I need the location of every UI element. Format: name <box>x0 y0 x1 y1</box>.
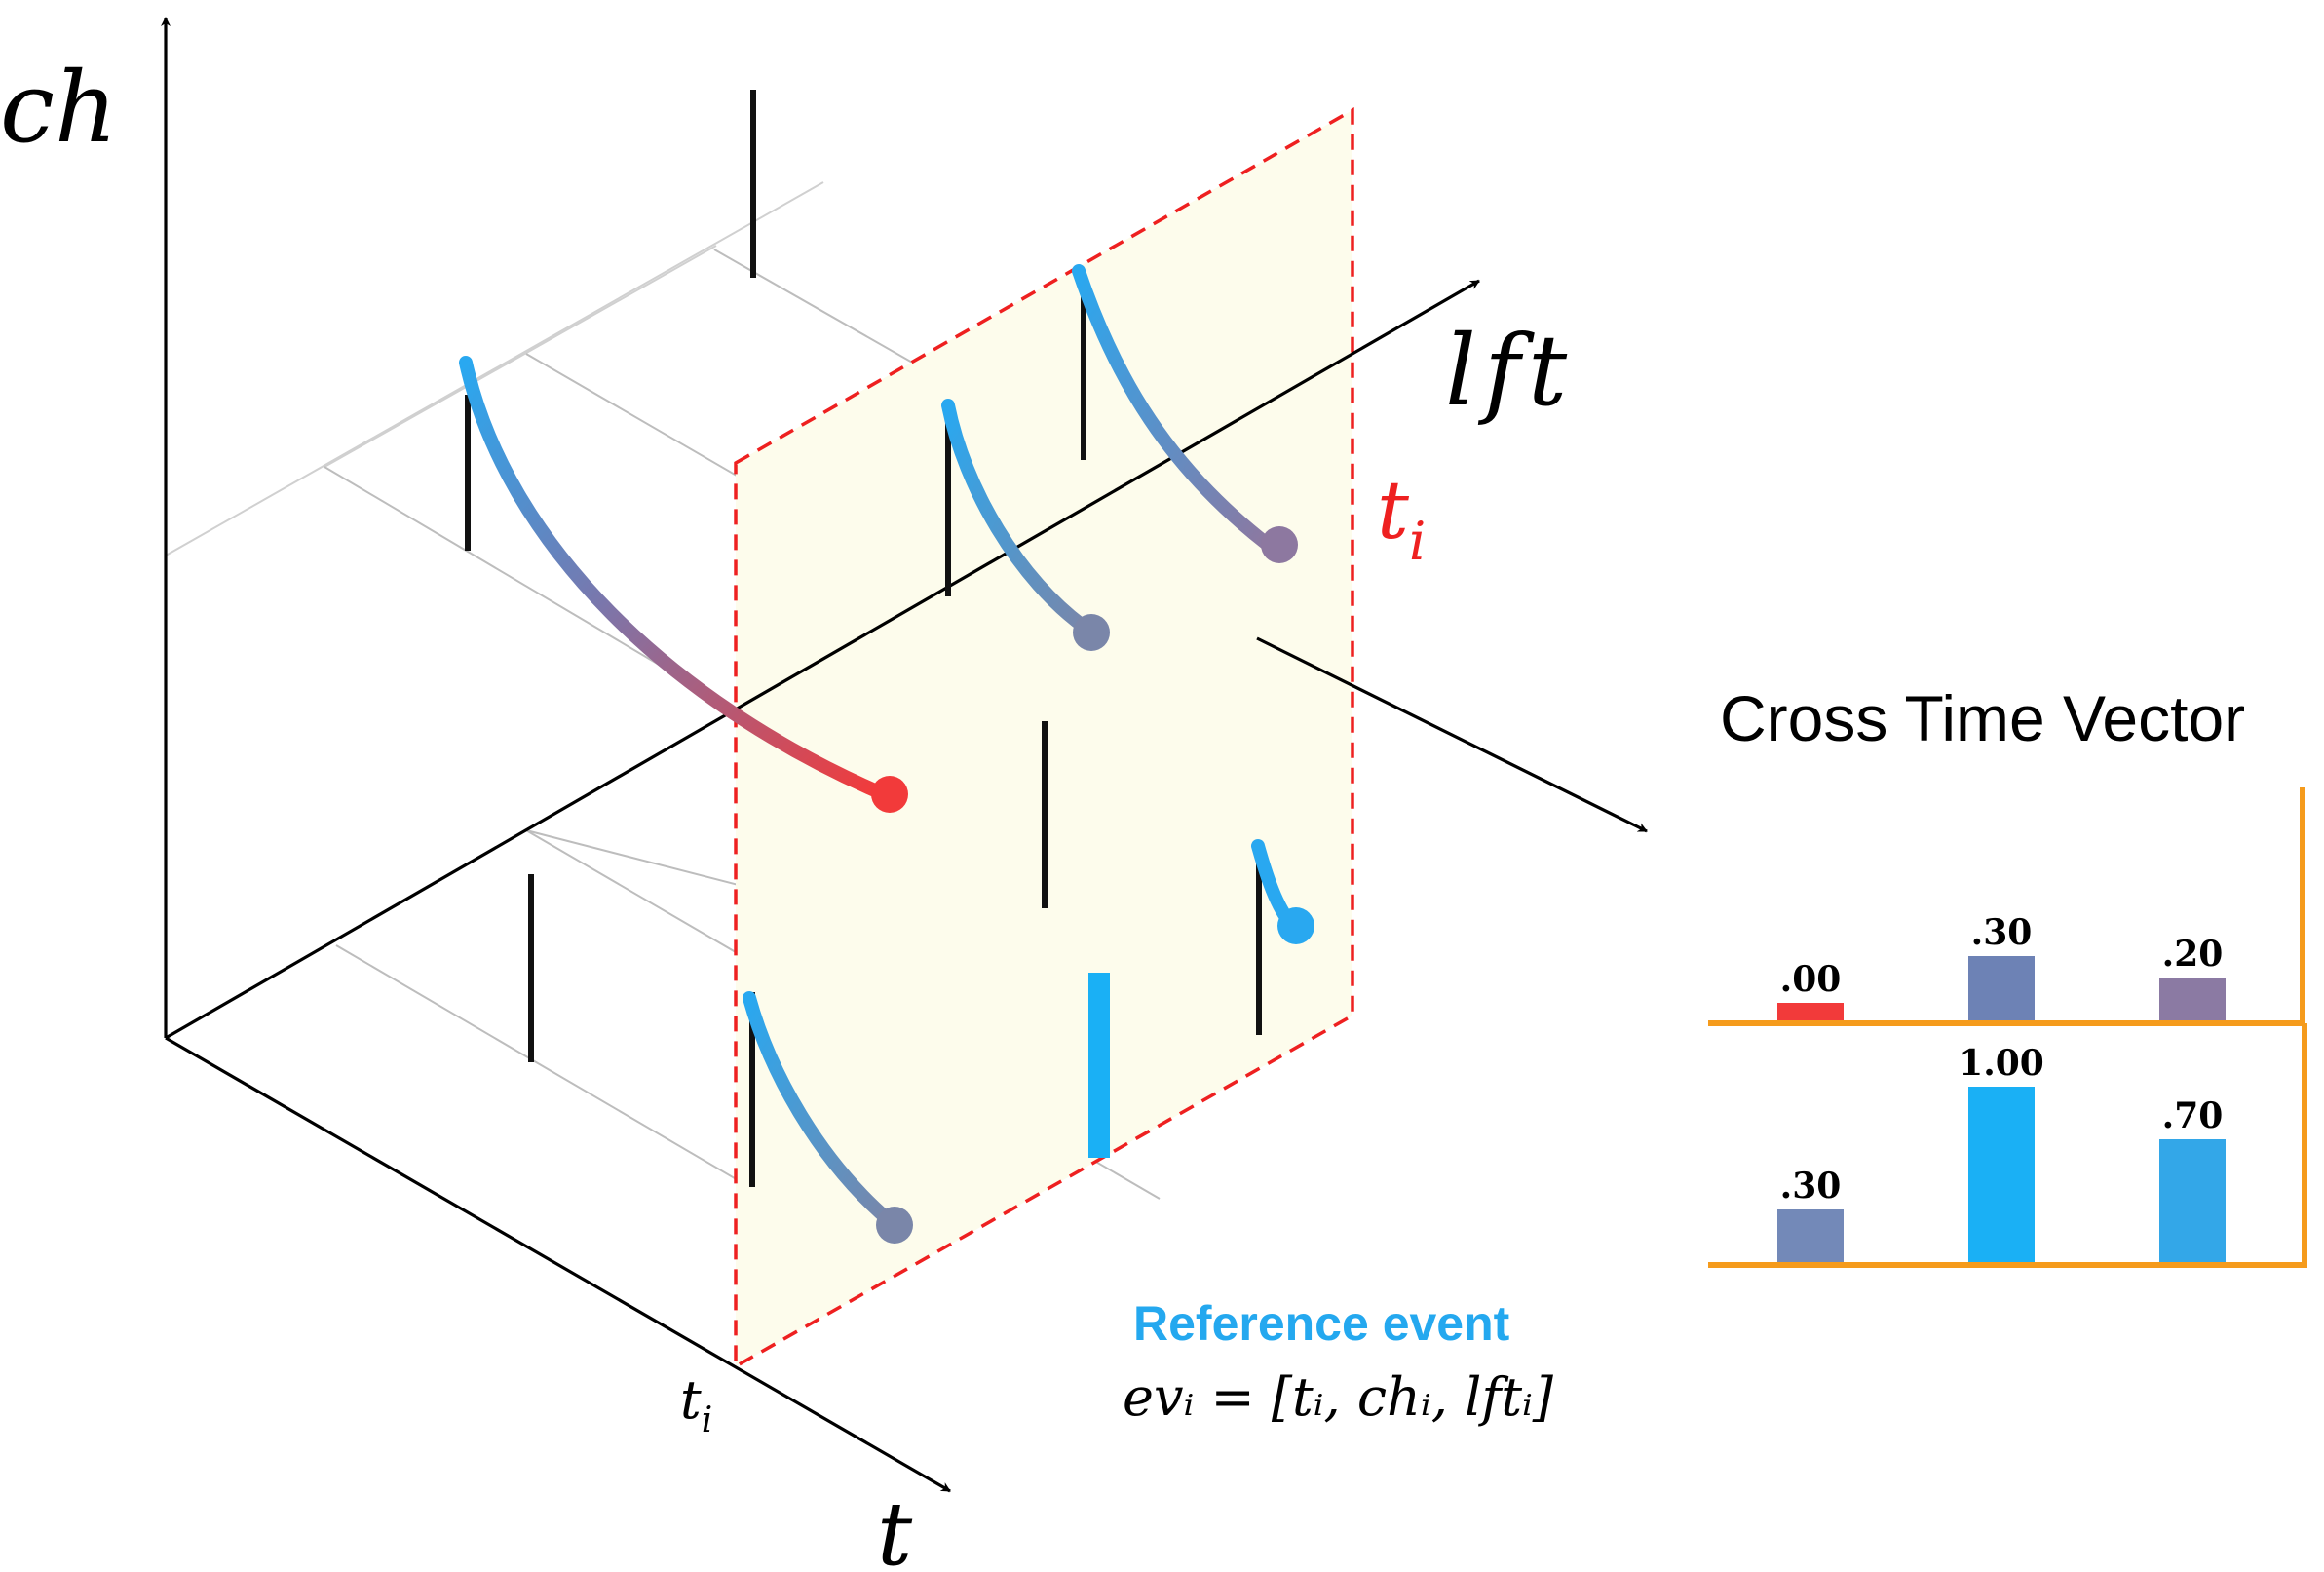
decay-endpoint <box>1073 614 1110 651</box>
decay-endpoints <box>871 526 1314 1244</box>
decay-curve-red <box>459 356 884 798</box>
decay-curve <box>743 991 895 1227</box>
reference-event-formula: evᵢ = [tᵢ, chᵢ, lftᵢ] <box>1123 1366 1554 1428</box>
t-axis-label: t <box>877 1483 913 1572</box>
decay-curve <box>1072 264 1274 551</box>
cross-time-vector-bars: .00 .30 .20 .30 1.00 .70 <box>1777 912 2226 1262</box>
reference-event-title: Reference event <box>1133 1296 1510 1351</box>
decay-endpoint <box>1277 907 1314 944</box>
ti-plane-label: ti <box>1377 465 1426 572</box>
lft-grid-lines <box>165 181 824 556</box>
top-row-bar-label: .20 <box>2162 934 2224 975</box>
ti-axis-label: ti <box>680 1369 712 1440</box>
projection-arrow <box>1256 636 1648 833</box>
top-row-bar-label: .30 <box>1971 912 2033 953</box>
axes <box>161 17 1648 1493</box>
bottom-row-bar-label: .70 <box>2162 1095 2224 1136</box>
decay-curves <box>459 264 1298 1227</box>
decay-curve <box>941 399 1093 635</box>
bottom-row-bar-label: .30 <box>1780 1166 1842 1207</box>
bottom-row-bar <box>1777 1209 1844 1262</box>
lft-axis-label: lft <box>1445 314 1575 428</box>
top-row-bar <box>1777 1003 1844 1020</box>
bottom-row-bar <box>2159 1139 2226 1262</box>
decay-endpoint <box>1261 526 1298 563</box>
t-axis <box>165 1036 951 1493</box>
decay-endpoint-red <box>871 776 908 813</box>
top-row-bar-label: .00 <box>1780 959 1842 1000</box>
top-row-bar <box>2159 978 2226 1020</box>
lft-axis <box>165 279 1480 1040</box>
event-spikes <box>465 90 1262 1187</box>
cross-time-vector-frame <box>1708 787 2307 1268</box>
decay-endpoint <box>876 1207 913 1244</box>
bottom-row-bar-label: 1.00 <box>1959 1043 2044 1084</box>
ch-axis-label: ch <box>0 51 117 165</box>
bottom-row-bar <box>1968 1087 2035 1262</box>
cross-time-vector-title: Cross Time Vector <box>1720 682 2245 754</box>
top-row-bar <box>1968 956 2035 1020</box>
